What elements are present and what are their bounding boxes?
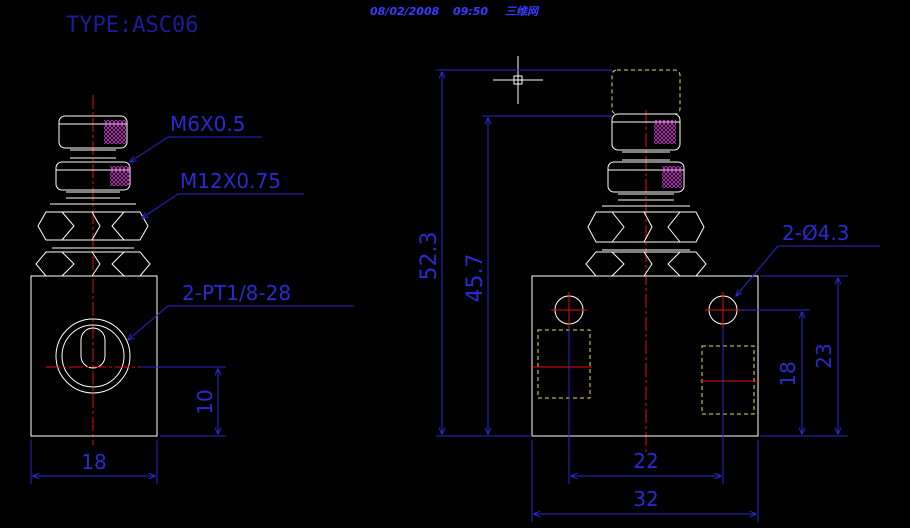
right-knob-cap [611,113,681,151]
callout-thread-large: M12X0.75 [180,169,281,193]
callout-thread-small: M6X0.5 [170,112,246,136]
dim-hole-spacing: 22 [633,449,658,473]
right-view [531,69,759,452]
callout-port: 2-PT1/8-28 [182,281,291,305]
left-body-block [30,275,158,437]
callout-holes: 2-Ø4.3 [782,221,850,245]
dim-left-width: 18 [81,450,106,474]
right-locknut-small [607,161,685,193]
header-time: 09:50 [453,5,488,18]
right-body-block [531,275,759,437]
dim-overall-height: 52.3 [417,232,442,281]
left-knob-cap [58,115,128,149]
left-view [30,95,158,445]
left-port-bore [80,327,106,369]
dim-knob-height: 45.7 [463,254,488,303]
header-site: 三维网 [505,5,540,18]
header-date: 08/02/2008 [370,5,440,18]
left-port-outer [55,318,131,394]
left-knob-hatch-top [104,120,126,144]
right-knob-extended [611,69,681,115]
right-knob-hatch-top [654,120,676,144]
left-hex-nut [37,211,149,241]
dim-hole-height: 18 [776,361,800,386]
right-knob-hatch-bottom [662,166,682,188]
right-hex-nut [587,211,705,243]
left-port-inner [61,324,125,388]
dim-body-height: 23 [812,343,836,368]
right-hidden-port-right [701,345,755,415]
dim-left-port-height: 10 [193,389,217,414]
dim-body-width: 32 [633,487,658,511]
right-hidden-port-left [537,329,591,399]
left-knob-hatch-bottom [110,166,130,186]
cad-cursor-icon [493,56,543,104]
drawing-title: TYPE:ASC06 [66,13,198,38]
